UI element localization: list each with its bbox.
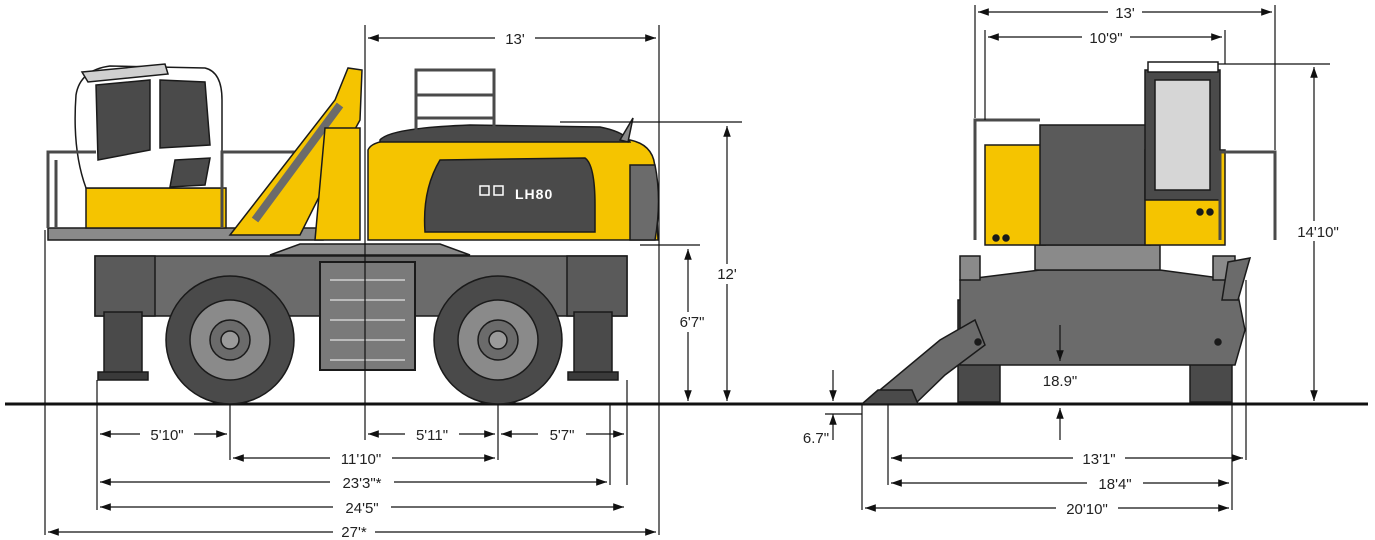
dim-front-overhang: 5'7" <box>550 427 575 444</box>
dim-axle-half: 5'11" <box>416 427 448 444</box>
dim-length-total: 27'* <box>341 524 367 540</box>
dim-width-cab: 10'9" <box>1089 30 1122 47</box>
side-panel <box>423 157 596 233</box>
dim-upper-width: 13' <box>505 31 525 48</box>
boom <box>228 67 363 236</box>
dim-width-top: 13' <box>1115 5 1135 22</box>
dim-length-a: 23'3"* <box>342 475 381 492</box>
front-wheel <box>433 275 563 405</box>
dim-rear-overhang: 5'10" <box>150 427 183 444</box>
model-label: LH80 <box>515 186 553 202</box>
dim-height-base: 6'7" <box>680 314 705 331</box>
dim-clearance: 18.9" <box>1043 373 1078 390</box>
side-view-machine <box>46 63 660 405</box>
outrigger-rear <box>103 311 143 375</box>
dim-track-a: 13'1" <box>1082 451 1115 468</box>
outrigger-front <box>573 311 613 375</box>
dim-blade-height: 6.7" <box>803 430 829 447</box>
dim-height-cab: 12' <box>717 266 737 283</box>
dim-track-b: 18'4" <box>1098 476 1131 493</box>
dim-height-total: 14'10" <box>1297 224 1339 241</box>
dim-length-b: 24'5" <box>345 500 378 517</box>
dim-wheelbase: 11'10" <box>341 451 381 468</box>
dim-track-total: 20'10" <box>1066 501 1108 518</box>
access-ladder <box>319 261 416 371</box>
front-view-machine <box>860 61 1277 405</box>
front-base-frame <box>959 269 1246 366</box>
rear-wheel <box>165 275 295 405</box>
